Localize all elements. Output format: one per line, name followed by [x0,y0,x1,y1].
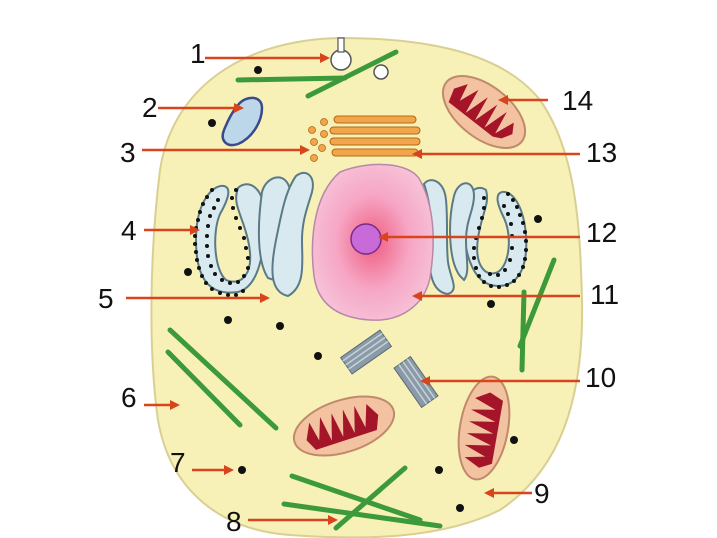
pinocytic-vesicle [330,37,389,80]
golgi-apparatus [329,115,421,157]
label-1: 1 [190,38,206,69]
label-5: 5 [98,283,114,314]
label-8: 8 [226,506,242,537]
label-12: 12 [586,217,617,248]
mitochondrion-top [441,75,527,149]
mitochondrion-right [457,375,511,481]
label-3: 3 [120,137,136,168]
label-arrows [126,53,580,525]
label-13: 13 [586,137,617,168]
label-10: 10 [585,362,616,393]
ribosomes-on-er-left [193,188,250,297]
label-7: 7 [170,447,186,478]
label-6: 6 [121,382,137,413]
centrioles [339,329,439,409]
rough-er-left [194,171,314,298]
ribosomes-on-er-right [472,192,528,289]
label-2: 2 [142,92,158,123]
cytoskeleton [165,49,557,531]
mitochondrion-bottom-left [292,395,396,457]
secretory-vesicles [308,118,328,162]
vacuole [221,96,264,147]
label-11: 11 [590,279,619,310]
label-14: 14 [562,85,593,116]
nucleolus [350,223,382,255]
free-ribosomes [184,66,542,512]
number-labels: 1 2 3 4 5 6 7 8 9 10 11 12 13 14 [98,38,619,537]
label-9: 9 [534,478,550,509]
label-4: 4 [121,215,137,246]
